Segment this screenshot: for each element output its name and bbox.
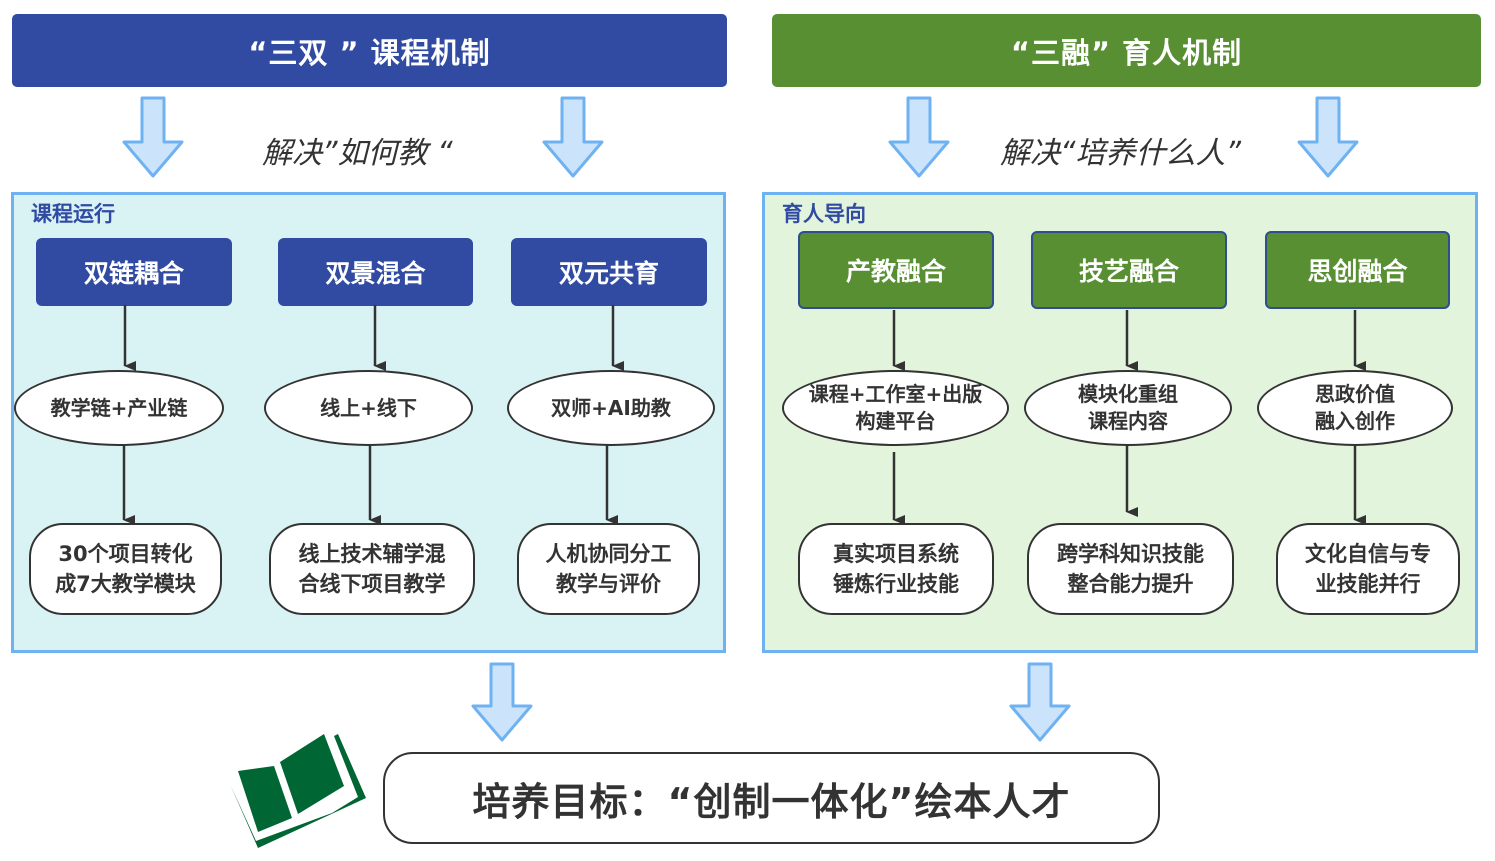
line: 文化自信与专 (1305, 541, 1431, 566)
head-box: 产教融合 (798, 231, 994, 309)
result-node: 人机协同分工教学与评价 (517, 523, 700, 615)
ellipse-node: 课程+工作室+出版构建平台 (782, 370, 1009, 446)
line: 成7大教学模块 (55, 572, 196, 596)
result-node: 真实项目系统锤炼行业技能 (798, 523, 994, 615)
line: 教学与评价 (556, 572, 661, 596)
head-box: 双景混合 (278, 238, 473, 306)
line: 合线下项目教学 (298, 572, 446, 596)
line: 真实项目系统 (833, 541, 959, 566)
line: 业技能并行 (1315, 572, 1421, 596)
head-box: 思创融合 (1265, 231, 1450, 309)
line: 思政价值 (1315, 382, 1395, 406)
down-block-arrow-icon (888, 96, 950, 178)
panel-label: 课程运行 (31, 202, 115, 226)
down-block-arrow-icon (471, 662, 533, 742)
san-shuang-banner: “三双 ” 课程机制 (12, 14, 727, 87)
head-box: 技艺融合 (1031, 231, 1227, 309)
result-node: 30个项目转化成7大教学模块 (29, 523, 222, 615)
line: 锤炼行业技能 (833, 572, 959, 596)
line: 整合能力提升 (1067, 572, 1194, 596)
result-node: 线上技术辅学混合线下项目教学 (269, 523, 475, 615)
head-box: 双元共育 (511, 238, 707, 306)
line: 人机协同分工 (545, 541, 672, 566)
open-book-icon (230, 734, 366, 848)
result-node: 跨学科知识技能整合能力提升 (1027, 523, 1234, 615)
head-box: 双链耦合 (36, 238, 232, 306)
down-block-arrow-icon (122, 96, 184, 178)
right-subtitle: 解决“培养什么人” (1000, 136, 1242, 171)
education-orientation-panel: 育人导向 产教融合 技艺融合 思创融合 课程+工作室+出版构建平台 模块化重组课… (762, 192, 1478, 653)
line: 跨学科知识技能 (1057, 541, 1204, 566)
down-block-arrow-icon (542, 96, 604, 178)
line: 融入创作 (1315, 409, 1395, 433)
result-node: 文化自信与专业技能并行 (1276, 523, 1460, 615)
ellipse-node: 线上+线下 (264, 370, 473, 446)
line: 模块化重组 (1078, 382, 1178, 406)
training-goal-box: 培养目标：“创制一体化”绘本人才 (383, 752, 1160, 844)
line: 课程+工作室+出版 (808, 382, 983, 406)
ellipse-node: 双师+AI助教 (507, 370, 715, 446)
left-subtitle: 解决”如何教 “ (262, 136, 453, 171)
san-rong-banner: “三融” 育人机制 (772, 14, 1481, 87)
down-block-arrow-icon (1009, 662, 1071, 742)
line: 30个项目转化 (58, 541, 193, 566)
line: 线上技术辅学混 (298, 541, 446, 566)
line: 课程内容 (1088, 409, 1168, 433)
ellipse-node: 模块化重组课程内容 (1024, 370, 1232, 446)
course-operation-panel: 课程运行 双链耦合 双景混合 双元共育 教学链+产业链 线上+线下 双师+AI助… (11, 192, 726, 653)
line: 构建平台 (855, 409, 936, 433)
down-block-arrow-icon (1297, 96, 1359, 178)
ellipse-node: 思政价值融入创作 (1257, 370, 1453, 446)
ellipse-node: 教学链+产业链 (14, 370, 224, 446)
panel-label: 育人导向 (782, 202, 866, 226)
